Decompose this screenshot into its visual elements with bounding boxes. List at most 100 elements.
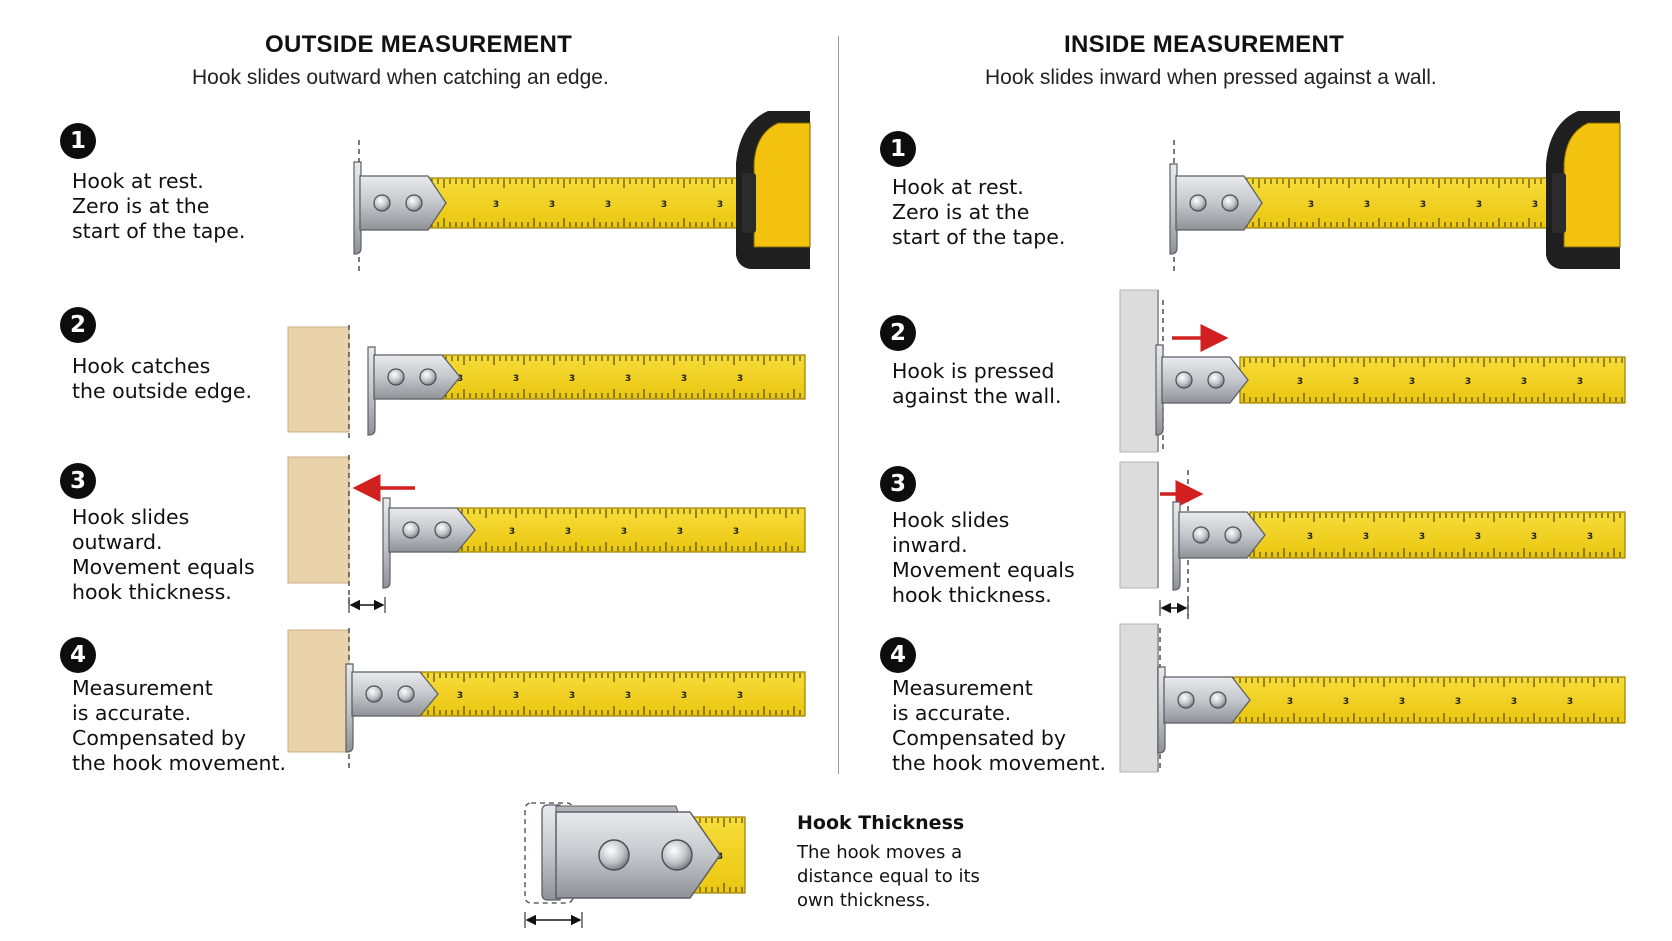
step-line: Hook slides: [892, 508, 1010, 532]
tape-numeral: 3: [661, 200, 667, 210]
tape-hook: [1155, 344, 1249, 436]
tape-numeral: 3: [681, 691, 687, 701]
hook-lip: [345, 663, 354, 753]
note-line: The hook moves a: [797, 842, 963, 863]
tape-numeral: 3: [1353, 377, 1359, 387]
wall-section: [1119, 461, 1159, 589]
hook-lip: [1169, 163, 1178, 255]
step-line: Measurement: [72, 676, 213, 700]
note-line: own thickness.: [797, 890, 931, 911]
hook-rivet: [1177, 691, 1195, 709]
step-line: Hook catches: [72, 354, 211, 378]
tape-blade: [399, 354, 806, 400]
step-line: is accurate.: [72, 701, 192, 725]
tape-hook: [1157, 666, 1251, 754]
hook-rivet: [1189, 194, 1207, 212]
hook-rivet: [365, 685, 383, 703]
tape-numeral: 3: [513, 691, 519, 701]
panel-divider: [838, 36, 839, 774]
tape-blade: [1249, 511, 1626, 559]
hook-rivet: [1209, 691, 1227, 709]
hook-rivet: [1224, 526, 1242, 544]
outside-subtitle: Hook slides outward when catching an edg…: [192, 66, 609, 89]
inside-subtitle: Hook slides inward when pressed against …: [985, 66, 1437, 89]
tape-numeral: 3: [625, 374, 631, 384]
tape-numeral: 3: [1364, 200, 1370, 210]
hook-plate: [1161, 356, 1249, 404]
tape-numeral: 3: [605, 200, 611, 210]
wood-block: [287, 629, 350, 753]
tape-numeral: 3: [565, 527, 571, 537]
hook-plate: [1163, 676, 1251, 724]
hook-rivet: [387, 368, 405, 386]
tape-numeral: 3: [1521, 377, 1527, 387]
tape-numeral: 3: [1511, 697, 1517, 707]
tape-blade: [399, 671, 806, 717]
tape-numeral: 3: [733, 527, 739, 537]
hook-lip: [1172, 501, 1181, 591]
hook-plate: [1175, 175, 1263, 231]
step-line: Movement equals: [892, 558, 1075, 582]
tape-numeral: 3: [509, 527, 515, 537]
tape-ticks: [1253, 513, 1621, 557]
tape-hook: [367, 346, 461, 436]
step-line: Compensated by: [72, 726, 247, 750]
tape-numeral: 3: [457, 374, 463, 384]
step-line: outward.: [72, 530, 163, 554]
tape-numeral: 3: [1567, 697, 1573, 707]
hook-lip: [1155, 344, 1164, 436]
tape-numeral: 3: [1531, 532, 1537, 542]
tape-hook: [353, 161, 447, 255]
hook-previous-position: [524, 802, 574, 904]
tape-blade: [1229, 676, 1626, 724]
tape-case-yellow: [753, 122, 811, 248]
tape-numeral: 3: [677, 527, 683, 537]
outside-step-1-text: Hook at rest. Zero is at the start of th…: [72, 169, 245, 244]
step-line: against the wall.: [892, 384, 1062, 408]
tape-numeral: 3: [621, 527, 627, 537]
hook-rivet: [434, 521, 452, 539]
step-line: start of the tape.: [72, 219, 246, 243]
hook-plate: [351, 671, 439, 717]
outside-step-4-badge: 4: [60, 637, 96, 673]
detail-hook-rivet: [661, 839, 693, 871]
tape-numeral: 3: [1465, 377, 1471, 387]
wood-block: [287, 456, 350, 584]
hook-rivet: [1221, 194, 1239, 212]
tape-numeral: 3: [1419, 532, 1425, 542]
tape-case-yellow: [1563, 122, 1621, 248]
step-line: Hook at rest.: [72, 169, 204, 193]
inside-step-4-badge: 4: [880, 637, 916, 673]
tape-numeral: 3: [737, 374, 743, 384]
hook-lip: [382, 497, 391, 589]
tape-numeral: 3: [1577, 377, 1583, 387]
tape-numeral: 3: [1532, 200, 1538, 210]
inside-step-3-text: Hook slides inward. Movement equals hook…: [892, 508, 1075, 608]
outside-title: OUTSIDE MEASUREMENT: [265, 31, 573, 58]
inside-step-3-badge: 3: [880, 466, 916, 502]
tape-numeral: 3: [1399, 697, 1405, 707]
outside-step-3-tape: 3 3 3 3 3: [451, 507, 806, 553]
tape-numeral: 3: [1587, 532, 1593, 542]
step-line: Compensated by: [892, 726, 1067, 750]
step-line: Zero is at the: [892, 200, 1030, 224]
inside-step-1-text: Hook at rest. Zero is at the start of th…: [892, 175, 1065, 250]
hook-rivet: [402, 521, 420, 539]
hook-thickness-description: The hook moves a distance equal to its o…: [797, 841, 980, 913]
tape-numeral: 3: [1420, 200, 1426, 210]
step-line: hook thickness.: [892, 583, 1052, 607]
step-line: Zero is at the: [72, 194, 210, 218]
tape-numeral: 3: [1475, 532, 1481, 542]
tape-numeral: 3: [493, 200, 499, 210]
tape-numeral: 3: [717, 852, 723, 862]
step-line: Hook slides: [72, 505, 190, 529]
hook-lip: [1157, 666, 1166, 754]
tape-numeral: 3: [625, 691, 631, 701]
tape-numeral: 3: [1476, 200, 1482, 210]
hook-lip: [367, 346, 376, 436]
outside-step-3-text: Hook slides outward. Movement equals hoo…: [72, 505, 255, 605]
hook-rivet: [1192, 526, 1210, 544]
